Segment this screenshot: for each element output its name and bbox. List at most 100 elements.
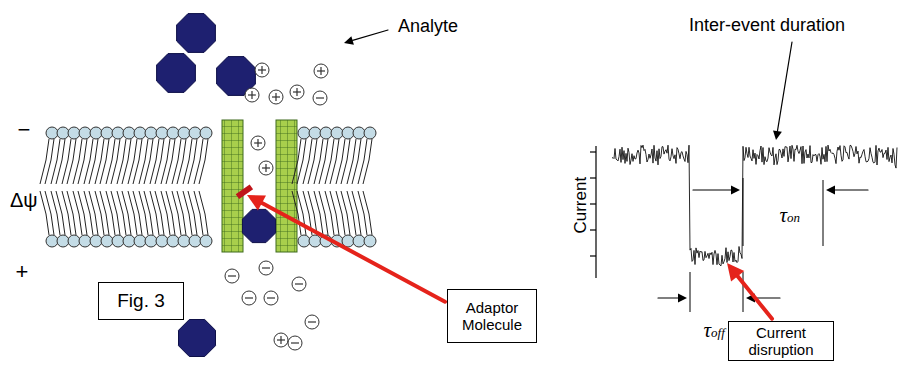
leader-arrow-head — [247, 195, 266, 211]
ion-sign — [228, 275, 236, 276]
box-text: Fig. 3 — [117, 290, 165, 312]
lipid-head — [353, 235, 365, 247]
lipid-tail — [51, 191, 60, 235]
lipid-tail — [292, 191, 301, 235]
cation-symbol — [255, 63, 269, 77]
duration-arrow-head — [731, 186, 740, 195]
lipid-tail — [62, 139, 71, 184]
pore-wall — [222, 120, 243, 252]
lipid-tail — [40, 139, 49, 184]
axis-tick — [590, 203, 596, 204]
lipid-head — [68, 235, 80, 247]
lipid-tail — [150, 191, 159, 235]
lipid-tail — [314, 139, 323, 184]
label-text: + — [16, 259, 29, 284]
current-axis — [595, 146, 596, 278]
lipid-tail — [139, 191, 148, 235]
ion-sign — [257, 139, 258, 147]
lipid-tail — [183, 191, 192, 235]
lipid-head — [145, 127, 157, 139]
pointer-arrow-head — [344, 36, 354, 45]
lipid-tail — [128, 191, 137, 235]
anion-symbol — [242, 291, 256, 305]
lipid-tail — [358, 191, 367, 235]
box-text: Current disruption — [735, 324, 827, 359]
analyte-molecule — [179, 320, 216, 357]
lipid-tail — [84, 191, 93, 235]
lipid-head — [342, 127, 354, 139]
label-holder: Analyte — [398, 16, 458, 38]
lipid-tail — [128, 139, 137, 184]
text-box: Current disruption — [728, 321, 834, 362]
lipid-tail — [51, 139, 60, 184]
lipid-head — [353, 127, 365, 139]
lipid-head — [112, 127, 124, 139]
lipid-tail — [363, 139, 372, 184]
analyte-molecule — [242, 209, 275, 242]
ion-sign — [280, 336, 281, 344]
lipid-head — [46, 127, 58, 139]
lipid-tail — [194, 139, 203, 184]
lipid-tail — [303, 139, 312, 184]
marker-line — [743, 272, 744, 312]
cation-symbol — [314, 64, 328, 78]
ion-sign — [267, 297, 275, 298]
lipid-head — [79, 127, 91, 139]
lipid-head — [364, 127, 376, 139]
anion-symbol — [264, 291, 278, 305]
lipid-tail — [161, 139, 170, 184]
cation-symbol — [245, 88, 259, 102]
lipid-tail — [199, 191, 208, 235]
lipid-head — [134, 127, 146, 139]
lipid-tail — [325, 191, 334, 235]
lipid-head — [189, 127, 201, 139]
lipid-head — [167, 127, 179, 139]
label-holder: τon — [780, 203, 801, 228]
anion-symbol — [288, 336, 302, 350]
lipid-tail — [84, 139, 93, 184]
lipid-head — [112, 235, 124, 247]
lipid-tail — [172, 139, 181, 184]
label-holder: Inter-event duration — [689, 15, 845, 37]
duration-arrow — [693, 189, 731, 190]
ion-sign — [262, 267, 270, 268]
lipid-tail — [106, 191, 115, 235]
lipid-tail — [194, 191, 203, 235]
axis-tick — [590, 255, 596, 256]
label-text: Inter-event duration — [689, 15, 845, 35]
ion-sign — [295, 283, 303, 284]
duration-symbol: τoff — [704, 318, 725, 343]
lipid-head — [309, 127, 321, 139]
lipid-head — [57, 235, 69, 247]
cation-symbol — [274, 333, 288, 347]
ion-sign — [265, 164, 266, 172]
lipid-tail — [161, 191, 170, 235]
lipid-tail — [292, 139, 301, 184]
duration-arrow — [755, 297, 780, 298]
label-holder: + — [16, 259, 29, 285]
lipid-head — [200, 235, 212, 247]
axis-tick — [590, 151, 596, 152]
lipid-head — [123, 235, 135, 247]
lipid-head — [46, 235, 58, 247]
lipid-tail — [95, 191, 104, 235]
anion-symbol — [292, 277, 306, 291]
label-text: Current — [571, 177, 590, 234]
lipid-tail — [40, 191, 49, 235]
cation-symbol — [290, 85, 304, 99]
lipid-tail — [117, 139, 126, 184]
lipid-tail — [73, 191, 82, 235]
lipid-tail — [325, 139, 334, 184]
anion-symbol — [225, 269, 239, 283]
ion-sign — [275, 93, 276, 101]
cation-symbol — [251, 136, 265, 150]
lipid-tail — [183, 139, 192, 184]
lipid-head — [331, 127, 343, 139]
lipid-tail — [172, 191, 181, 235]
lipid-tail — [358, 139, 367, 184]
leader-arrow-head — [727, 263, 744, 282]
lipid-head — [189, 235, 201, 247]
marker-line — [823, 180, 824, 246]
lipid-tail — [117, 191, 126, 235]
text-box: Adaptor Molecule — [447, 289, 537, 344]
